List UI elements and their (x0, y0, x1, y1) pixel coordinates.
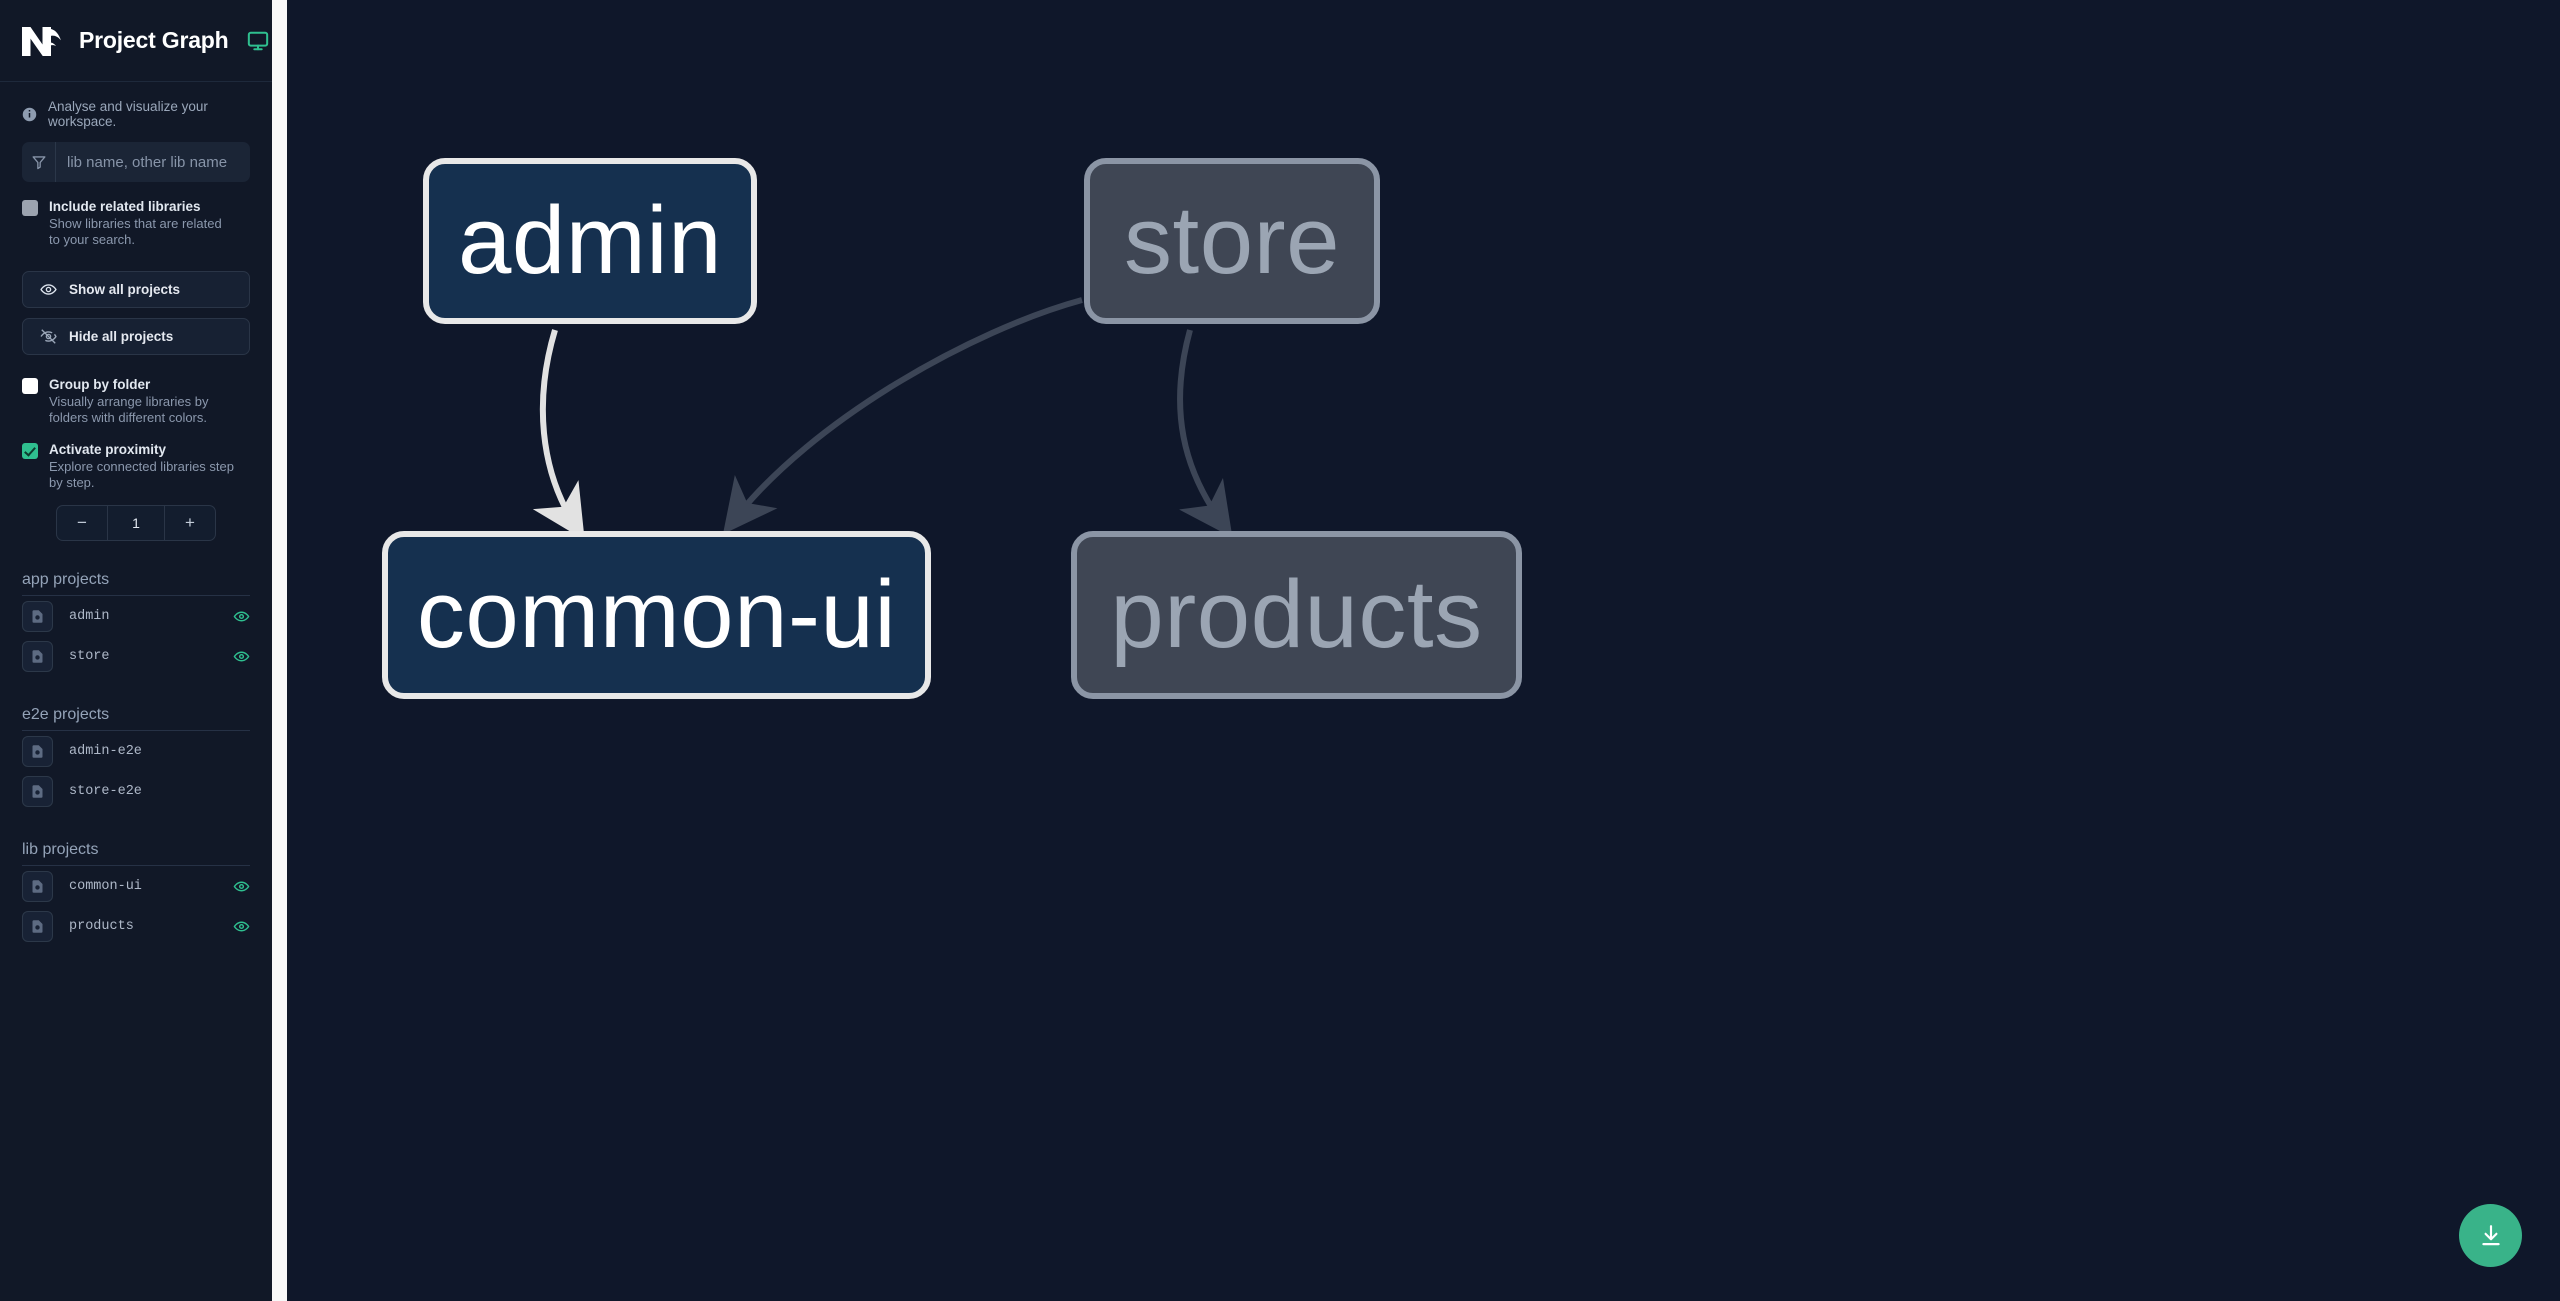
graph-node-common-ui[interactable]: common-ui (382, 531, 931, 699)
search-input[interactable] (56, 142, 250, 182)
graph-node-label: common-ui (416, 561, 897, 668)
sidebar-tagline: Analyse and visualize your workspace. (0, 82, 272, 142)
eye-icon (40, 284, 57, 295)
nx-logo-icon (20, 20, 65, 62)
option-include-related-libraries[interactable]: Include related libraries Show libraries… (22, 198, 250, 248)
project-name: store (69, 648, 110, 664)
show-all-projects-button[interactable]: Show all projects (22, 271, 250, 308)
proximity-value: 1 (107, 506, 165, 540)
edge-store-to-products (1177, 329, 1233, 538)
project-visibility-eye-icon[interactable] (233, 878, 250, 895)
sidebar-body: Include related libraries Show libraries… (0, 142, 272, 946)
project-visibility-eye-icon[interactable] (233, 608, 250, 625)
option-label: Group by folder (49, 377, 151, 392)
edge-store-to-common-ui (722, 297, 1083, 535)
download-graph-button[interactable] (2459, 1204, 2522, 1267)
option-description: Visually arrange libraries by folders wi… (49, 394, 209, 425)
hide-all-projects-button[interactable]: Hide all projects (22, 318, 250, 355)
project-row-admin-e2e[interactable]: admin-e2e (22, 731, 250, 771)
sidebar-resize-handle[interactable] (272, 0, 287, 1301)
graph-node-label: products (1110, 561, 1483, 668)
tagline-text: Analyse and visualize your workspace. (48, 99, 208, 129)
project-file-icon (22, 600, 53, 632)
project-row-products[interactable]: products (22, 906, 250, 946)
project-row-admin[interactable]: admin (22, 596, 250, 636)
graph-node-label: store (1124, 187, 1340, 294)
project-file-icon (22, 735, 53, 767)
project-visibility-eye-icon[interactable] (233, 918, 250, 935)
proximity-stepper: − 1 + (22, 505, 250, 541)
sidebar-header: Project Graph (0, 0, 272, 82)
option-label: Activate proximity (49, 442, 167, 457)
graph-node-label: admin (458, 187, 722, 294)
option-group-by-folder[interactable]: Group by folder Visually arrange librari… (22, 376, 250, 426)
group-title-app-projects: app projects (22, 571, 250, 596)
sidebar: Project Graph Analyse and visualize your… (0, 0, 272, 1301)
project-row-common-ui[interactable]: common-ui (22, 866, 250, 906)
project-name: admin-e2e (69, 743, 142, 759)
checkbox-include-related-libraries[interactable] (22, 200, 38, 216)
option-description: Explore connected libraries step by step… (49, 459, 234, 490)
graph-node-products[interactable]: products (1071, 531, 1522, 699)
option-activate-proximity[interactable]: Activate proximity Explore connected lib… (22, 441, 250, 491)
page-title: Project Graph (79, 27, 229, 53)
project-file-icon (22, 775, 53, 807)
project-name: common-ui (69, 878, 142, 894)
info-icon (22, 107, 37, 122)
graph-node-store[interactable]: store (1084, 158, 1380, 324)
filter-icon (22, 142, 56, 182)
project-visibility-eye-icon[interactable] (233, 648, 250, 665)
monitor-icon[interactable] (247, 30, 269, 52)
project-name: products (69, 918, 134, 934)
project-file-icon (22, 910, 53, 942)
project-name: store-e2e (69, 783, 142, 799)
option-label: Include related libraries (49, 199, 201, 214)
proximity-increment-button[interactable]: + (185, 513, 195, 532)
checkbox-group-by-folder[interactable] (22, 378, 38, 394)
graph-node-admin[interactable]: admin (423, 158, 757, 324)
graph-canvas[interactable]: admin store common-ui products (272, 0, 2560, 1301)
hide-all-projects-label: Hide all projects (69, 329, 174, 344)
option-description: Show libraries that are related to your … (49, 216, 222, 247)
eye-off-icon (40, 329, 57, 344)
project-row-store-e2e[interactable]: store-e2e (22, 771, 250, 811)
group-title-lib-projects: lib projects (22, 841, 250, 866)
download-icon (2481, 1224, 2500, 1245)
project-row-store[interactable]: store (22, 636, 250, 676)
proximity-decrement-button[interactable]: − (77, 513, 87, 532)
group-title-e2e-projects: e2e projects (22, 706, 250, 731)
checkbox-activate-proximity[interactable] (22, 443, 38, 459)
project-name: admin (69, 608, 110, 624)
project-file-icon (22, 640, 53, 672)
edge-admin-to-common-ui (532, 329, 585, 541)
project-file-icon (22, 870, 53, 902)
show-all-projects-label: Show all projects (69, 282, 181, 297)
search-row (22, 142, 250, 182)
